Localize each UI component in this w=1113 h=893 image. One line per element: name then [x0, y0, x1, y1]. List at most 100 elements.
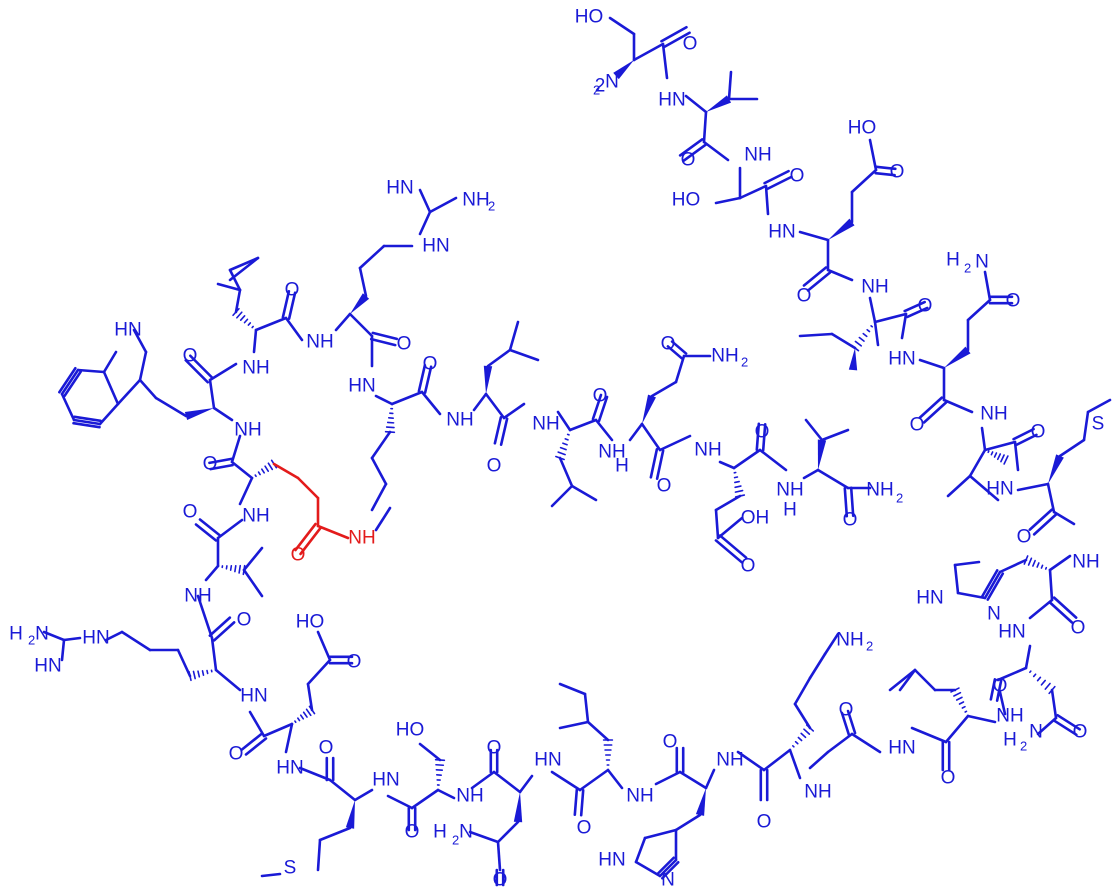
bond [816, 468, 850, 490]
bond [1036, 716, 1058, 736]
bond [993, 452, 998, 458]
stereo-wedge [848, 348, 858, 371]
bond [714, 508, 720, 540]
atom-label-gln6-nh2: H [946, 250, 960, 271]
bond [874, 171, 896, 177]
atom-label-his9-ring-nh: HN [916, 588, 943, 609]
bond [798, 332, 834, 338]
bond [493, 415, 503, 445]
bond [674, 813, 702, 832]
bond [562, 442, 568, 446]
bond [353, 788, 374, 802]
stereo-wedge [706, 95, 732, 112]
bond [674, 354, 686, 384]
atom-label-met18-co: O [319, 738, 334, 759]
bond [716, 516, 744, 540]
bond [247, 322, 252, 326]
atom-label-gln6-side-o: O [1006, 291, 1021, 312]
bond [987, 450, 990, 454]
atom-label-leu7-co: O [1031, 422, 1046, 443]
bond [656, 856, 676, 876]
bond [58, 366, 77, 394]
atom-label-leu28-nh: NH [532, 414, 559, 435]
bond [628, 422, 644, 442]
atom-label-lys13-nh: NH [804, 782, 831, 803]
bond [98, 402, 120, 426]
bond [418, 742, 442, 762]
atom-label-met18-s: S [284, 858, 297, 879]
bond [228, 256, 260, 272]
bond [718, 460, 736, 470]
bond [968, 448, 987, 478]
bond [804, 418, 824, 442]
bond [734, 485, 742, 489]
bond [961, 705, 966, 709]
bond [986, 572, 1005, 601]
bond [358, 244, 386, 270]
bond [371, 331, 399, 341]
bond [216, 518, 244, 540]
bond [556, 410, 572, 432]
bond [316, 630, 332, 662]
atom-label-val21-co: O [183, 502, 198, 523]
stereo-wedge [613, 60, 634, 80]
bond [1028, 508, 1054, 531]
bond [704, 768, 716, 790]
bond [798, 230, 830, 242]
bond [764, 184, 770, 216]
bond [210, 636, 218, 672]
bond [302, 711, 308, 718]
atom-label-val31-co: O [843, 510, 858, 531]
bond [197, 670, 201, 678]
bond [550, 484, 574, 508]
stereo-wedge [642, 394, 656, 424]
bond [120, 630, 152, 652]
bond [242, 546, 264, 572]
bond [184, 358, 210, 384]
bond [252, 328, 258, 354]
bond [958, 701, 965, 705]
bond [826, 732, 854, 754]
atom-label-his14-ring-n: N [661, 870, 675, 891]
atom-label-val2-co: O [681, 150, 696, 171]
atom-label-asp30-o: O [741, 556, 756, 577]
bond [942, 398, 974, 414]
bond [758, 448, 788, 472]
atom-label-trp23-co: O [183, 346, 198, 367]
bond [854, 340, 863, 347]
bond [132, 328, 148, 354]
bond [632, 42, 665, 62]
bond [1048, 601, 1074, 624]
bond [1000, 454, 1005, 463]
bond [558, 720, 590, 730]
atom-label-his9-ring-n: N [987, 604, 1001, 625]
atom-label-gln6-co: O [910, 415, 925, 436]
atom-label-asn16-nh: HN [534, 750, 561, 771]
bond [296, 476, 320, 500]
atom-label-glu19-co: O [229, 744, 244, 765]
atom-label-gln29-nh: NH [598, 442, 625, 463]
bond [194, 523, 218, 542]
atom-label-glu4-nh: HN [768, 222, 795, 243]
bond [436, 788, 456, 800]
bond [803, 728, 811, 735]
atom-label-met8-s: S [1092, 414, 1105, 435]
bond [370, 456, 388, 486]
bond [294, 522, 317, 552]
bond [298, 766, 332, 782]
bond [983, 270, 992, 302]
atom-label-ser1-co: O [683, 34, 698, 55]
bond [998, 558, 1028, 574]
atom-label-linker-o: O [291, 545, 306, 566]
bond [1052, 719, 1078, 736]
bond [906, 306, 929, 319]
bond [1028, 598, 1054, 620]
bond [913, 668, 937, 692]
bond [236, 311, 243, 319]
bond [980, 569, 999, 598]
bond [239, 315, 246, 321]
bond [508, 348, 540, 362]
bond [420, 390, 442, 416]
bond [230, 434, 242, 464]
bond [840, 711, 851, 737]
